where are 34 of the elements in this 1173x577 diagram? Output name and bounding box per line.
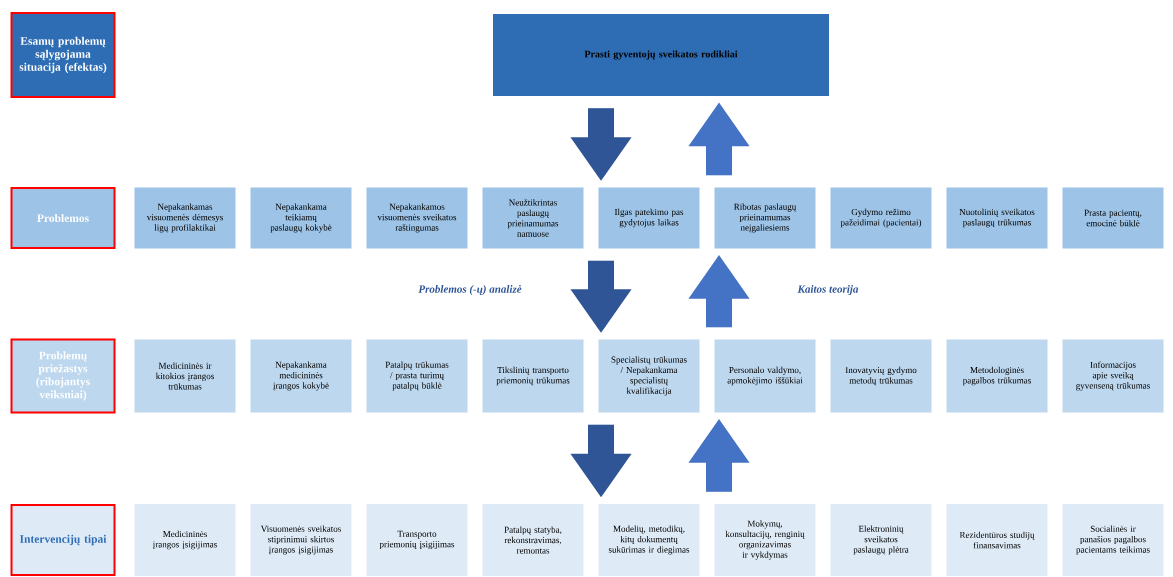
problem-box: Nepakankamas visuomenės dėmesys ligų profilaktikai <box>134 187 236 249</box>
cause-box: Tikslinių transporto priemonių trūkumas <box>482 339 584 413</box>
cause-box: Personalo valdymo, apmokėjimo iššūkiai <box>714 339 816 413</box>
problem-box: Nuotolinių sveikatos paslaugų trūkumas <box>946 187 1048 249</box>
header-box: Problemų priežastys (ribojantys veiksniai) <box>10 338 116 414</box>
intervention-box: Medicininės įrangos įsigijimas <box>134 504 236 576</box>
header-box: Problemos <box>10 187 116 249</box>
problem-box: Nepakankamos visuomenės sveikatos raštingumas <box>366 187 468 249</box>
cause-box: Medicininės ir kitokios įrangos trūkumas <box>134 339 236 413</box>
problem-box: Nepakankama teikiamų paslaugų kokybė <box>250 187 352 249</box>
problem-box: Prasta pacientų, emocinė būklė <box>1062 187 1164 249</box>
cause-box: Inovatyvių gydymo metodų trūkumas <box>830 339 932 413</box>
problem-box: Gydymo režimo pažeidimai (pacientai) <box>830 187 932 249</box>
intervention-box: Patalpų statyba, rekonstravimas, remontas <box>482 504 584 576</box>
intervention-box: Elektroninių sveikatos paslaugų plėtra <box>830 504 932 576</box>
intervention-box: Rezidentūros studijų finansavimas <box>946 504 1048 576</box>
problem-box: Ilgas patekimo pas gydytojus laikas <box>598 187 700 249</box>
cause-box: Nepakankama medicininės įrangos kokybė <box>250 339 352 413</box>
intervention-box: Transporto priemonių įsigijimas <box>366 504 468 576</box>
cause-box: Informacijos apie sveiką gyvenseną trūkumas <box>1062 339 1164 413</box>
intervention-box: Visuomenės sveikatos stiprinimui skirtos įrangos įsigijimas <box>250 504 352 576</box>
row-label: Kaitos teorija <box>797 285 859 295</box>
effect-box: Prasti gyventojų sveikatos rodikliai <box>493 14 829 96</box>
problem-box: Ribotas paslaugų prieinamumas neįgaliesiems <box>714 187 816 249</box>
cause-box: Specialistų trūkumas / Nepakankama specialistų kvalifikacija <box>598 339 700 413</box>
intervention-box: Modelių, metodikų, kitų dokumentų sukūrimas ir diegimas <box>598 504 700 576</box>
cause-box: Patalpų trūkumas / prasta turimų patalpų būklė <box>366 339 468 413</box>
intervention-box: Socialinės ir panašios pagalbos pacientams teikimas <box>1062 504 1164 576</box>
header-box: Intervencijų tipai <box>10 504 116 576</box>
row-label: Problemos (-ų) analizė <box>418 284 522 296</box>
problem-box: Neužtikrintas paslaugų prieinamumas namuose <box>482 187 584 249</box>
intervention-box: Mokymų, konsultacijų, renginių organizavimas ir vykdymas <box>714 504 816 576</box>
header-box: Esamų problemų sąlygojama situacija (efektas) <box>10 12 116 98</box>
cause-box: Metodologinės pagalbos trūkumas <box>946 339 1048 413</box>
